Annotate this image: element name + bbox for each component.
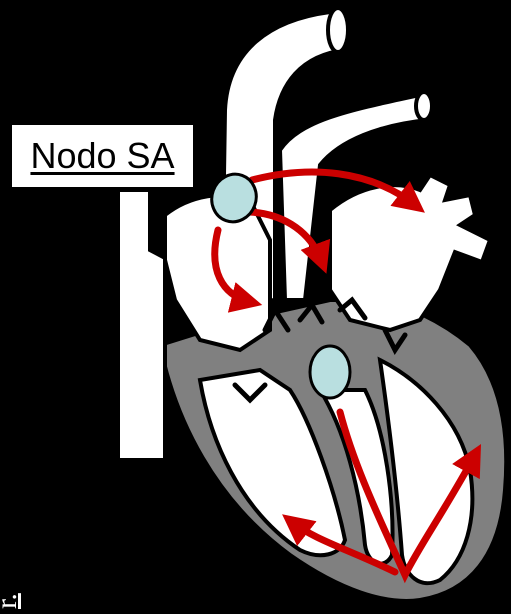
av-node-icon xyxy=(310,346,350,398)
sa-node-label: Nodo SA xyxy=(10,123,195,189)
sa-node-label-text: Nodo SA xyxy=(30,135,174,177)
edge-text: r. xyxy=(0,575,24,609)
vena-cava xyxy=(118,190,165,460)
